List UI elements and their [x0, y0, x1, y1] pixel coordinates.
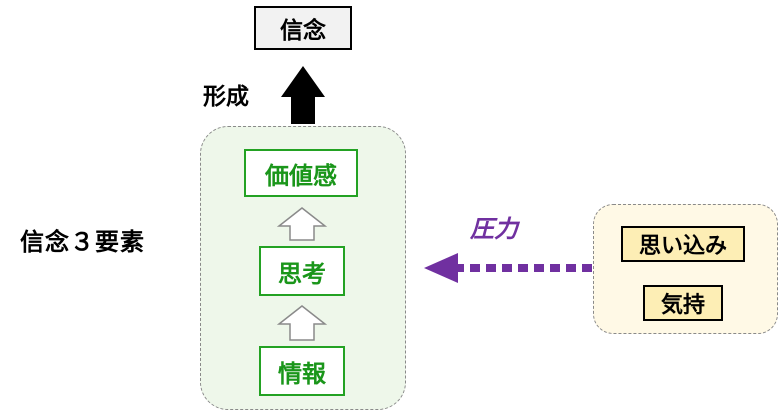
formation-label: 形成 — [203, 84, 249, 110]
assumption-box: 思い込み — [621, 226, 745, 262]
pressure-label: 圧力 — [470, 215, 518, 243]
feeling-box: 気持 — [643, 285, 723, 321]
information-box: 情報 — [259, 346, 345, 396]
thinking-to-value-arrow — [276, 207, 328, 241]
formation-arrow — [281, 66, 325, 124]
pressure-arrow-head — [424, 253, 458, 283]
belief-box: 信念 — [254, 6, 352, 50]
value-box: 価値感 — [244, 149, 358, 197]
belief-three-elements-label: 信念３要素 — [20, 228, 145, 256]
information-to-thinking-arrow — [276, 305, 328, 341]
thinking-box: 思考 — [259, 246, 345, 296]
